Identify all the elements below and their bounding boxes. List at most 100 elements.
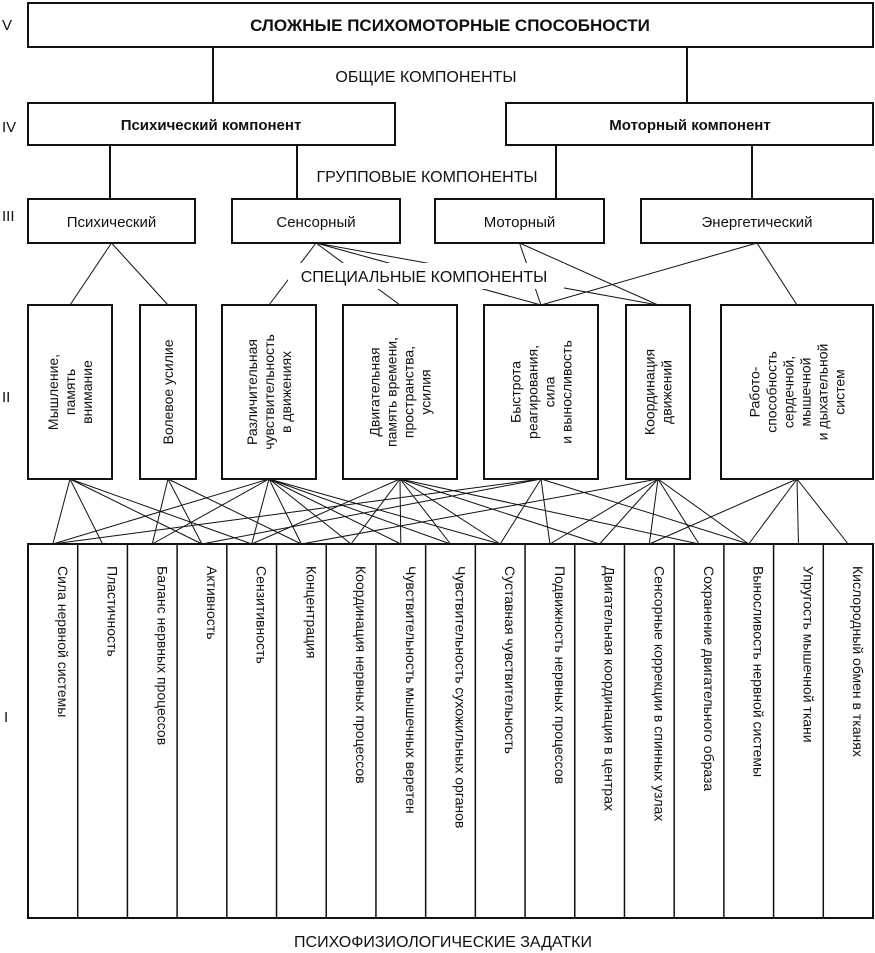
special-inclination-link — [52, 478, 71, 545]
special-component-label: Быстротареагирования,силаи выносливость — [508, 340, 575, 444]
group-special-link — [519, 242, 659, 306]
special-inclination-link — [649, 478, 798, 545]
inclination-label: Активность — [204, 566, 220, 640]
general-components-label: ОБЩИЕ КОМПОНЕНТЫ — [335, 69, 516, 86]
special-inclination-link — [540, 478, 749, 545]
special-label-bg — [288, 263, 564, 289]
group-special-link — [111, 242, 169, 306]
special-component-box — [483, 304, 599, 480]
special-inclination-link — [796, 478, 799, 545]
special-inclination-link — [657, 478, 700, 545]
motor-component-box — [505, 102, 874, 146]
special-inclination-link — [549, 478, 659, 545]
special-component-label: Мышление,памятьвнимание — [45, 354, 95, 430]
inclination-label: Упругость мышечной ткани — [800, 566, 816, 743]
motor-component-label: Моторный компонент — [609, 117, 770, 134]
special-inclination-link — [52, 478, 542, 545]
special-inclination-link — [201, 478, 542, 545]
special-component-label: Волевое усилие — [160, 339, 176, 444]
inclination-label: Сензитивность — [254, 566, 270, 664]
special-inclination-link — [748, 478, 798, 545]
group-special-link — [540, 242, 758, 306]
special-component-box — [720, 304, 874, 480]
special-inclination-link — [167, 478, 302, 545]
level-label-i: I — [4, 709, 8, 726]
inclination-label: Суставная чувствительность — [502, 566, 518, 754]
inclination-label: Выносливость нервной системы — [751, 566, 767, 777]
special-inclination-link — [301, 478, 659, 545]
group-special-link — [756, 242, 798, 306]
special-component-label: Различительнаячувствительностьв движения… — [244, 334, 294, 450]
title-text: СЛОЖНЫЕ ПСИХОМОТОРНЫЕ СПОСОБНОСТИ — [250, 16, 650, 35]
special-component-label: Координациядвижений — [642, 349, 675, 435]
special-inclination-link — [399, 478, 600, 545]
inclination-label: Координация нервных процессов — [353, 566, 369, 784]
inclination-label: Сенсорные коррекции в спинных узлах — [651, 566, 667, 821]
special-components: Мышление,памятьвнимание Волевое усилие Раз… — [27, 304, 874, 480]
special-to-inclination-lines — [52, 478, 849, 545]
special-inclination-link — [268, 478, 451, 545]
general-connector-lines — [109, 47, 753, 199]
inclination-label: Концентрация — [303, 566, 319, 658]
inclination-label: Сохранение двигательного образа — [701, 566, 717, 791]
special-inclination-link — [648, 478, 659, 545]
inclination-label: Кислородный обмен в тканях — [850, 566, 866, 757]
special-inclination-link — [499, 478, 542, 545]
inclination-label: Баланс нервных процессов — [154, 566, 170, 745]
group-component-box — [640, 198, 874, 244]
special-inclination-link — [796, 478, 849, 545]
group-components-label: ГРУППОВЫЕ КОМПОНЕНТЫ — [316, 169, 537, 186]
level-label-iii: III — [2, 208, 15, 225]
footer-label: ПСИХОФИЗИОЛОГИЧЕСКИЕ ЗАДАТКИ — [294, 934, 592, 951]
special-component-box — [342, 304, 458, 480]
special-component-label: Двигательнаяпамять времени,пространства,… — [367, 337, 434, 447]
special-inclination-link — [69, 478, 104, 545]
inclination-label: Чувствительность мышечных веретен — [403, 566, 419, 814]
group-special-link — [69, 242, 112, 306]
group-label-bg — [300, 163, 554, 189]
special-component-box — [27, 304, 113, 480]
inclination-label: Двигательная координация в центрах — [602, 566, 618, 811]
title-box — [27, 2, 874, 48]
special-inclination-link — [251, 478, 401, 545]
special-components-label: СПЕЦИАЛЬНЫЕ КОМПОНЕНТЫ — [301, 269, 548, 286]
general-label-bg — [300, 63, 550, 89]
group-component-label: Психический — [67, 214, 157, 231]
group-component-label: Сенсорный — [276, 214, 355, 231]
special-inclination-link — [399, 478, 700, 545]
psychic-component-box — [27, 102, 396, 146]
inclination-label: Подвижность нервных процессов — [552, 566, 568, 784]
special-inclination-link — [167, 478, 203, 545]
level-label-v: V — [2, 17, 12, 34]
inclinations-table: Сила нервной системы Пластичность Баланс н… — [27, 543, 874, 919]
inclination-label: Сила нервной системы — [55, 566, 71, 717]
inclinations-frame — [27, 543, 874, 919]
group-component-box — [27, 198, 196, 244]
special-inclination-link — [540, 478, 551, 545]
special-inclination-link — [268, 478, 501, 545]
special-inclination-link — [399, 478, 501, 545]
special-component-box — [625, 304, 691, 480]
special-inclination-link — [69, 478, 203, 545]
special-component-box — [139, 304, 197, 480]
special-inclination-link — [399, 478, 451, 545]
level-label-iv: IV — [2, 119, 16, 136]
special-inclination-link — [52, 478, 270, 545]
special-inclination-link — [268, 478, 352, 545]
special-inclination-link — [152, 478, 270, 545]
special-component-box — [221, 304, 317, 480]
special-inclination-link — [657, 478, 750, 545]
psychic-component-label: Психический компонент — [121, 117, 302, 134]
level-label-ii: II — [2, 389, 10, 406]
group-component-box — [231, 198, 401, 244]
special-component-label: Работо-способностьсердечной,мышечнойи ды… — [747, 344, 848, 441]
special-inclination-link — [599, 478, 659, 545]
special-inclination-link — [251, 478, 270, 545]
group-component-box — [434, 198, 605, 244]
special-inclination-link — [268, 478, 302, 545]
group-component-label: Моторный — [484, 214, 556, 231]
special-inclination-link — [399, 478, 402, 545]
inclination-label: Пластичность — [105, 566, 121, 657]
